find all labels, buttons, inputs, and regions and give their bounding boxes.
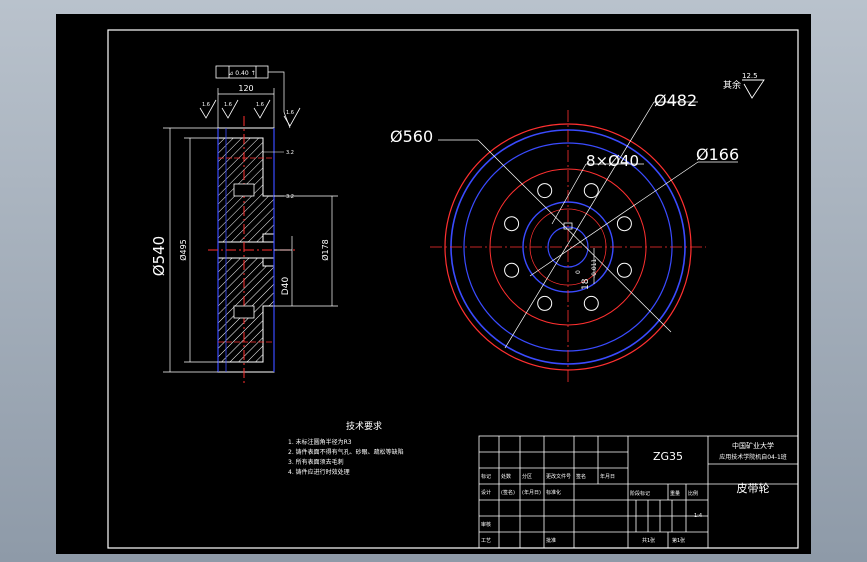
lightening-hole bbox=[504, 216, 520, 232]
organization-line2: 应用技术学院机自04-1班 bbox=[719, 453, 787, 461]
tech-req-item: 4. 铸件应进行时效处理 bbox=[288, 468, 350, 476]
roughness-symbol bbox=[742, 79, 765, 99]
section-view: Ø540 Ø495 Ø178 D40 120 ⊿ 0.40 ↑ 1. bbox=[150, 65, 338, 386]
tb-label: 第1张 bbox=[672, 537, 685, 544]
lightening-hole bbox=[616, 216, 632, 232]
drawing-frame bbox=[107, 29, 799, 549]
lightening-hole bbox=[504, 262, 520, 278]
dim-bore-tol-upper: 0 bbox=[575, 270, 582, 274]
title-block bbox=[478, 435, 799, 549]
hole-group bbox=[504, 183, 632, 311]
front-view: Ø560 Ø482 8×Ø40 Ø166 18 0 -0.011 bbox=[390, 91, 739, 384]
tb-label: 比例 bbox=[688, 490, 698, 497]
tb-label: 阶段标记 bbox=[630, 490, 650, 497]
tb-label: 共1张 bbox=[642, 537, 655, 544]
tb-label: 批准 bbox=[546, 537, 556, 544]
lightening-hole bbox=[583, 183, 599, 199]
surface-finish-note: 其余 12.5 bbox=[723, 72, 765, 99]
tech-req-heading: 技术要求 bbox=[346, 420, 382, 432]
tb-label: 年月日 bbox=[600, 473, 615, 480]
dim-width: 120 bbox=[238, 84, 253, 93]
tolerance-frame-text: ⊿ 0.40 ↑ bbox=[228, 70, 255, 77]
tb-label: 更改文件号 bbox=[546, 473, 571, 480]
roughness-callout: 3.2 bbox=[286, 194, 294, 200]
dim-front-holes: 8×Ø40 bbox=[586, 152, 639, 170]
lightening-hole bbox=[537, 183, 553, 199]
dim-inner-diameter: Ø495 bbox=[178, 239, 188, 261]
lightening-hole bbox=[616, 262, 632, 278]
lightening-hole bbox=[537, 295, 553, 311]
surface-note-label: 其余 bbox=[723, 79, 741, 91]
drawing-title: 皮带轮 bbox=[737, 481, 770, 495]
dim-hub-diameter: Ø178 bbox=[320, 239, 330, 261]
tb-label: 分区 bbox=[522, 473, 532, 480]
drawing-sheet: Ø540 Ø495 Ø178 D40 120 ⊿ 0.40 ↑ 1. bbox=[56, 14, 811, 554]
tb-label: 设计 bbox=[481, 489, 491, 496]
tech-req-item: 3. 所有表面须去毛刺 bbox=[288, 458, 344, 466]
tb-label: 标准化 bbox=[546, 489, 561, 496]
dim-bore: D40 bbox=[281, 277, 291, 296]
roughness-callout: 3.2 bbox=[286, 150, 294, 156]
roughness-value: 1.6 bbox=[224, 102, 232, 108]
tb-label: 标记 bbox=[481, 473, 491, 480]
surface-note-value: 12.5 bbox=[742, 72, 758, 80]
tech-req-item: 1. 未标注圆角半径为R3 bbox=[288, 438, 352, 446]
dim-front-hub: Ø166 bbox=[696, 145, 739, 164]
dim-front-rim: Ø482 bbox=[654, 91, 697, 110]
tb-label: (签名) bbox=[501, 489, 515, 496]
dim-outer-diameter: Ø540 bbox=[150, 236, 168, 276]
material: ZG35 bbox=[653, 450, 683, 463]
drawing-canvas: Ø540 Ø495 Ø178 D40 120 ⊿ 0.40 ↑ 1. bbox=[107, 29, 799, 549]
roughness-value: 1.6 bbox=[202, 102, 210, 108]
tech-requirements: 技术要求 1. 未标注圆角半径为R3 2. 铸件表面不得有气孔、砂眼、疏松等缺陷… bbox=[288, 420, 404, 476]
tb-label: 重量 bbox=[670, 490, 680, 497]
dim-bore-tol-lower: -0.011 bbox=[591, 258, 598, 278]
organization-line1: 中国矿业大学 bbox=[732, 441, 774, 450]
roughness-value: 1.6 bbox=[256, 102, 264, 108]
lightening-hole bbox=[583, 295, 599, 311]
scale: 1:4 bbox=[694, 513, 702, 519]
dim-front-outer: Ø560 bbox=[390, 127, 433, 146]
tech-req-item: 2. 铸件表面不得有气孔、砂眼、疏松等缺陷 bbox=[288, 448, 404, 456]
tb-label: 签名 bbox=[576, 473, 586, 480]
tb-label: 审核 bbox=[481, 521, 491, 528]
tb-label: 处数 bbox=[501, 473, 511, 480]
roughness-marks-top bbox=[199, 99, 301, 127]
tb-label: (年月日) bbox=[522, 489, 541, 496]
roughness-value: 1.6 bbox=[286, 110, 294, 116]
tb-label: 工艺 bbox=[481, 538, 491, 544]
dim-bore-tol: 18 bbox=[581, 278, 591, 290]
